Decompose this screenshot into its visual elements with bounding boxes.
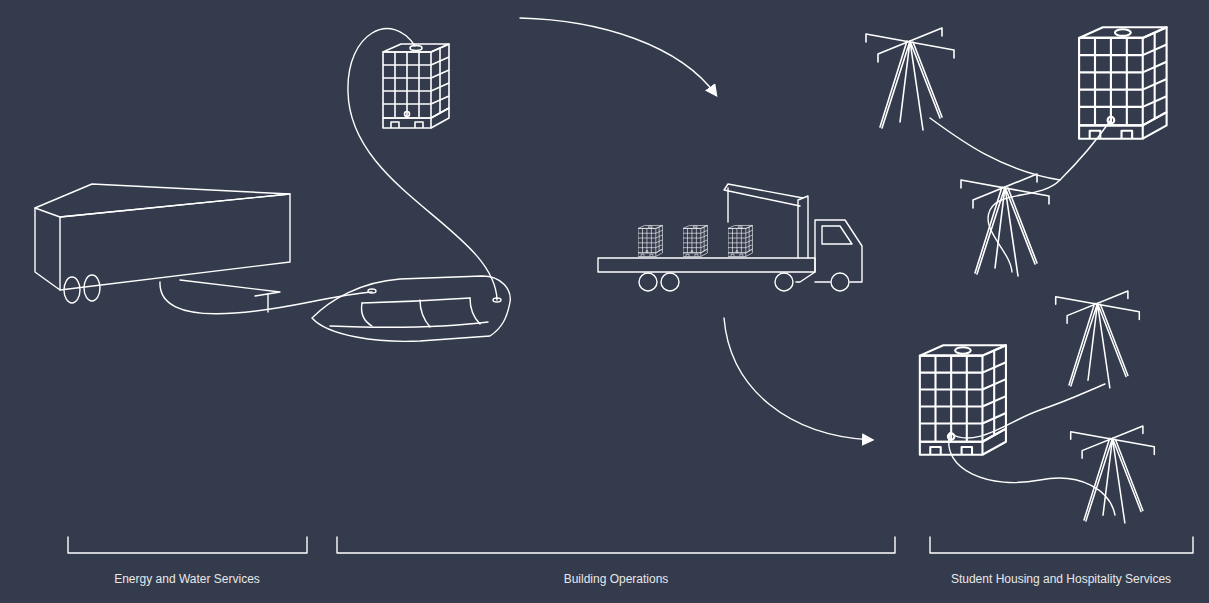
sprinkler-stand [866, 28, 954, 130]
hose [160, 282, 372, 314]
hose [348, 29, 497, 300]
ibc-tank [1079, 27, 1167, 138]
bracket [68, 537, 307, 553]
ibc-tank [383, 44, 449, 128]
ibc-tank [683, 225, 707, 256]
hose [950, 384, 1105, 438]
hose [930, 118, 1060, 180]
flow-arrow [724, 318, 872, 440]
section-label: Energy and Water Services [114, 572, 260, 586]
section-label: Student Housing and Hospitality Services [951, 572, 1171, 586]
flow-arrow [520, 18, 716, 95]
trailer [35, 184, 290, 312]
sprinkler-stand [1071, 426, 1155, 523]
sprinkler-stand [961, 174, 1049, 276]
bladder-tank [312, 276, 510, 341]
ibc-tank [638, 225, 662, 256]
ibc-tank [920, 345, 1006, 455]
bracket [337, 537, 895, 553]
ibc-tank [728, 225, 752, 256]
section-label: Building Operations [564, 572, 669, 586]
crane-truck [598, 184, 862, 291]
sprinkler-stand [1056, 291, 1140, 388]
bracket [930, 537, 1193, 553]
